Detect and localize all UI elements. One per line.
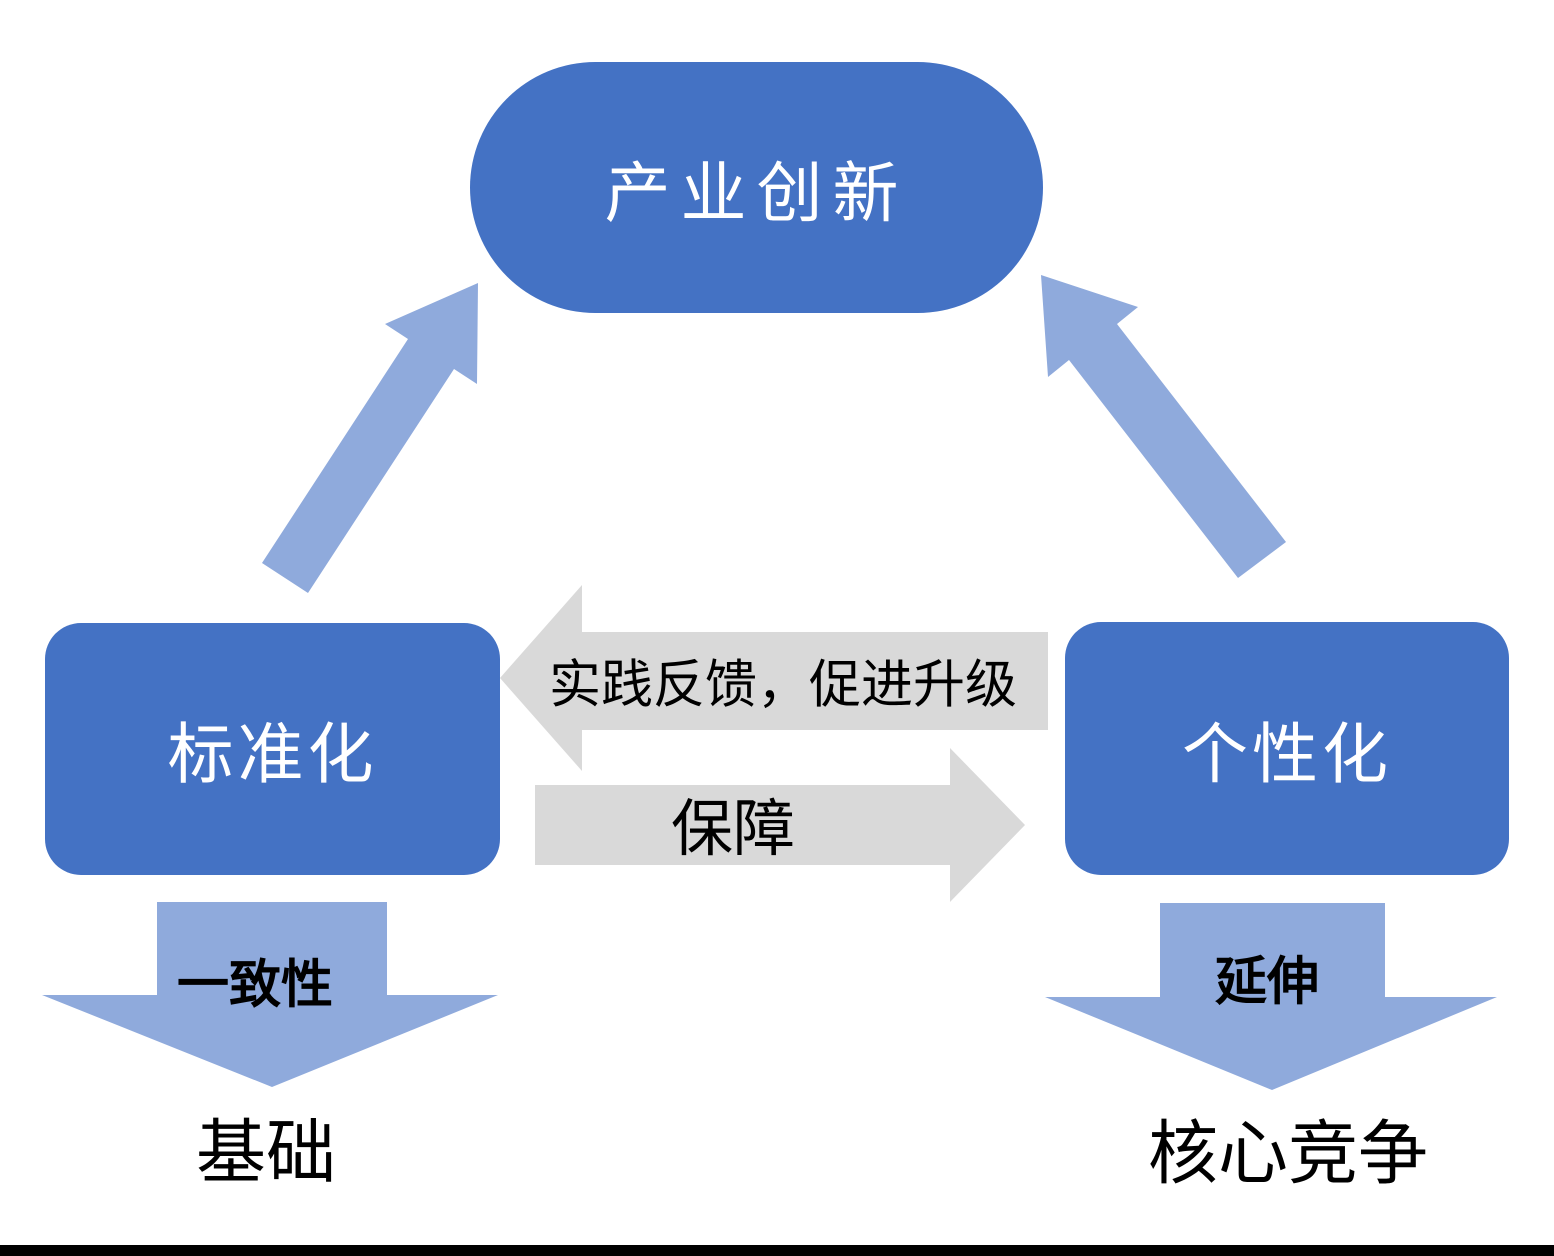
node-standardization: 标准化 bbox=[45, 623, 500, 875]
bottom-black-bar bbox=[0, 1245, 1554, 1256]
guarantee-arrow-label: 保障 bbox=[670, 792, 796, 865]
arrow-up-left-diagonal-icon bbox=[262, 283, 478, 593]
node-industry-innovation-label: 产业创新 bbox=[604, 154, 909, 232]
node-industry-innovation: 产业创新 bbox=[470, 62, 1043, 313]
node-personalization: 个性化 bbox=[1065, 622, 1509, 875]
arrow-down-left-icon bbox=[42, 902, 498, 1087]
arrow-feedback-left-icon bbox=[500, 585, 1048, 771]
node-personalization-label: 个性化 bbox=[1182, 715, 1392, 793]
arrow-guarantee-right-icon bbox=[535, 748, 1025, 902]
arrow-down-right-icon bbox=[1045, 903, 1497, 1090]
consistency-arrow-label: 一致性 bbox=[176, 955, 334, 1016]
core-competition-outcome-label: 核心竞争 bbox=[1148, 1112, 1428, 1195]
foundation-outcome-label: 基础 bbox=[196, 1111, 336, 1194]
arrow-up-right-diagonal-icon bbox=[1041, 275, 1286, 578]
feedback-arrow-label: 实践反馈，促进升级 bbox=[548, 655, 1018, 716]
node-standardization-label: 标准化 bbox=[167, 716, 378, 793]
extension-arrow-label: 延伸 bbox=[1214, 952, 1320, 1013]
